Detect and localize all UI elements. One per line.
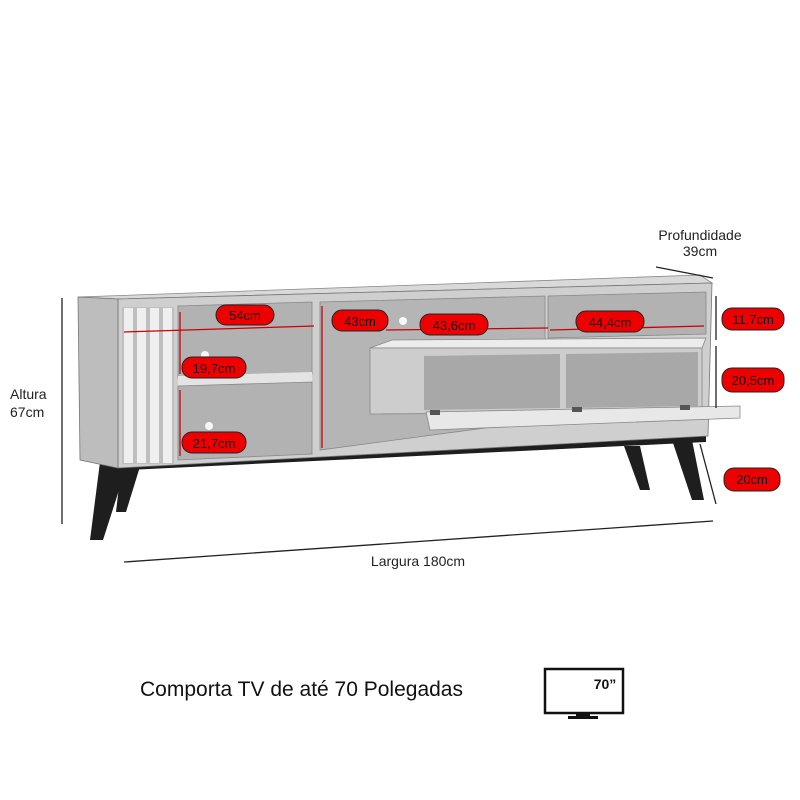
back-right-leg [624, 446, 650, 490]
badge-center-width: 43,6cm [419, 313, 489, 336]
rack-cabinet [77, 274, 741, 469]
back-left-leg [116, 460, 142, 512]
hinge [572, 407, 582, 412]
depth-value: 39cm [683, 243, 717, 259]
height-label: Altura [10, 386, 47, 402]
hinge [680, 405, 690, 410]
svg-text:20cm: 20cm [736, 472, 768, 487]
hinge [430, 410, 440, 415]
slat [137, 308, 146, 463]
height-value: 67cm [10, 404, 44, 420]
width-dimension-line [123, 520, 714, 563]
svg-text:20,5cm: 20,5cm [732, 373, 775, 388]
badge-lower-niche-height: 21,7cm [181, 431, 247, 454]
depth-label: Profundidade [658, 227, 742, 243]
badge-right-mid-height: 20,5cm [721, 367, 785, 393]
slat [124, 308, 133, 463]
svg-text:43cm: 43cm [344, 314, 376, 329]
legs-dimension-line [699, 443, 717, 505]
front-right-leg [672, 440, 704, 500]
svg-text:19,7cm: 19,7cm [193, 361, 236, 376]
badge-right-width: 44,4cm [575, 310, 645, 333]
tv-size-label: 70” [594, 676, 617, 692]
svg-text:21,7cm: 21,7cm [193, 436, 236, 451]
drawer-niche-left [424, 354, 560, 410]
slat [150, 308, 159, 463]
badge-upper-niche-height: 19,7cm [181, 356, 247, 379]
tv-icon: 70” [543, 667, 625, 719]
svg-text:44,4cm: 44,4cm [589, 315, 632, 330]
svg-text:54cm: 54cm [229, 308, 261, 323]
cable-hole [399, 317, 407, 325]
measurement-badges: 54cm 19,7cm 21,7cm 43cm 43,6cm 44,4cm 11… [181, 304, 785, 492]
depth-dimension-line [655, 266, 714, 279]
drawer-niche-right [566, 352, 698, 408]
cable-hole [205, 422, 213, 430]
outer-dimension-lines [61, 266, 717, 563]
svg-text:11,7cm: 11,7cm [732, 312, 774, 327]
tv-capacity-caption: Comporta TV de até 70 Polegadas [140, 678, 463, 701]
front-left-leg [90, 462, 128, 540]
drawer-flap-door [425, 405, 741, 431]
badge-legs-height: 20cm [723, 467, 781, 492]
drawer-block-top [369, 337, 707, 349]
badge-right-top-height: 11,7cm [721, 307, 785, 331]
svg-text:43,6cm: 43,6cm [433, 318, 476, 333]
width-label: Largura 180cm [371, 553, 465, 569]
badge-left-niche-width: 54cm [215, 304, 275, 326]
slat [163, 308, 172, 463]
cabinet-left-side [77, 296, 119, 469]
badge-center-height: 43cm [331, 309, 389, 332]
